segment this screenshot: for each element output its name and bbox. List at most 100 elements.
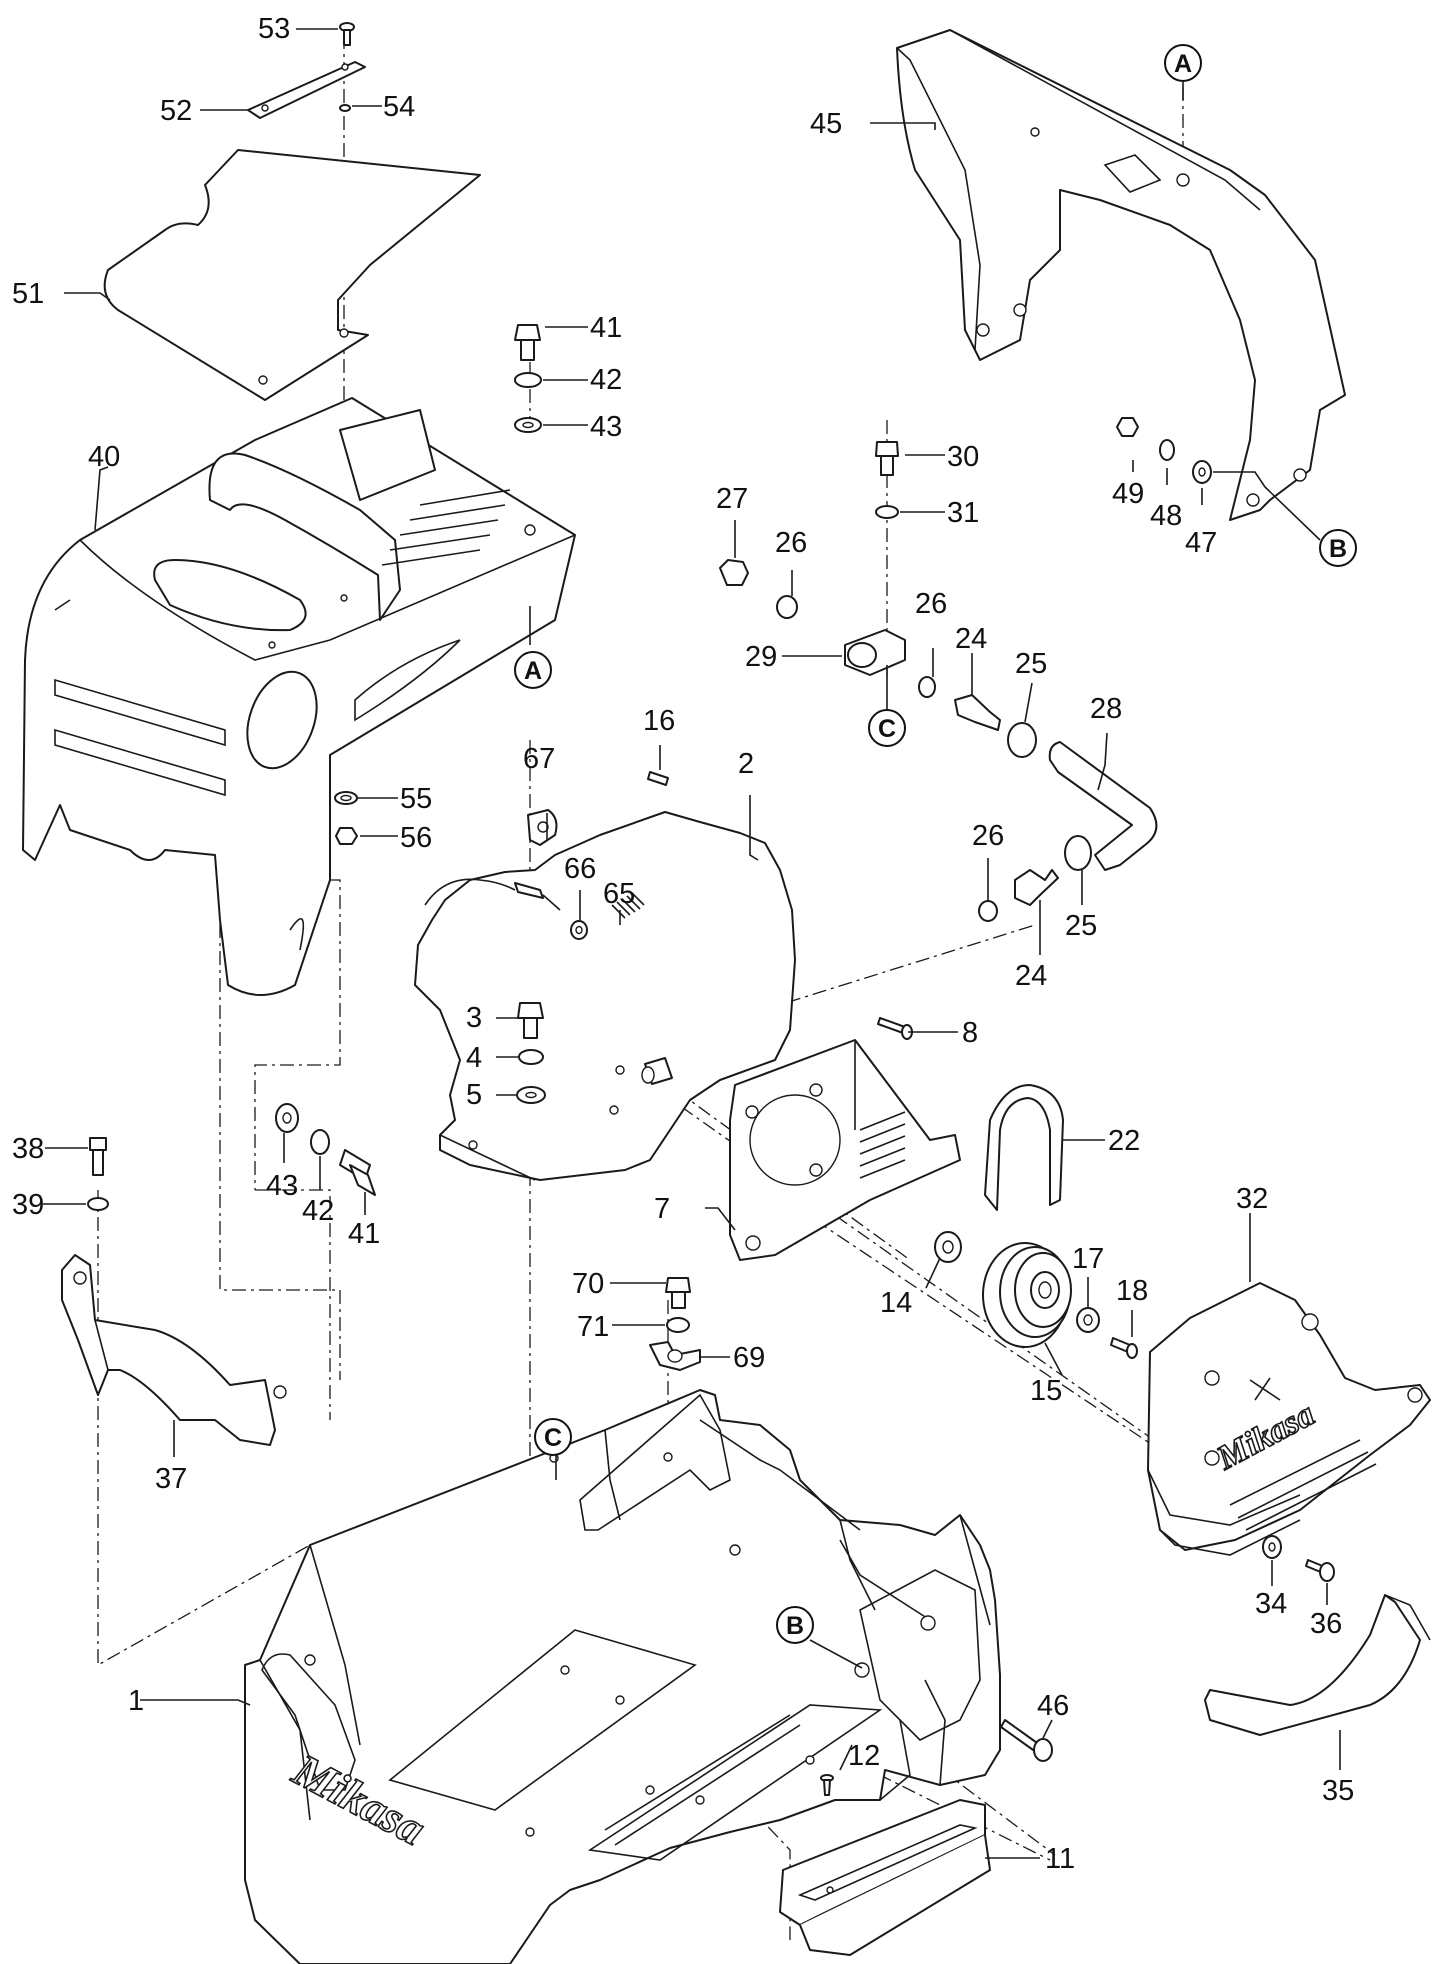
part-69-clamp <box>649 1341 701 1371</box>
part-25-hose-clamp-b <box>1064 835 1092 871</box>
label-31: 31 <box>947 497 979 529</box>
part-5-washer <box>516 1086 546 1104</box>
label-2: 2 <box>738 748 754 780</box>
label-54: 54 <box>383 91 415 123</box>
part-48-spring-washer <box>1159 439 1175 461</box>
part-41-bolt-left <box>339 1149 376 1196</box>
part-28-fuel-hose <box>1048 741 1158 871</box>
label-38: 38 <box>12 1133 44 1165</box>
part-14-washer <box>934 1231 962 1263</box>
part-65-spring <box>611 892 645 919</box>
label-51: 51 <box>12 278 44 310</box>
label-43a: 43 <box>590 411 622 443</box>
part-4-spring-washer <box>518 1049 544 1065</box>
label-52: 52 <box>160 95 192 127</box>
label-12: 12 <box>848 1740 880 1772</box>
label-39: 39 <box>12 1189 44 1221</box>
label-17: 17 <box>1072 1243 1104 1275</box>
part-26-oring-a <box>776 595 798 619</box>
reference-c-clamp: C <box>868 709 906 747</box>
label-15: 15 <box>1030 1375 1062 1407</box>
label-46: 46 <box>1037 1690 1069 1722</box>
part-42-spring-washer-top <box>514 372 542 388</box>
part-39-washer <box>87 1197 109 1211</box>
part-51-cover-plate <box>103 149 481 401</box>
label-48: 48 <box>1150 500 1182 532</box>
label-42a: 42 <box>590 364 622 396</box>
label-1: 1 <box>128 1685 144 1717</box>
label-65: 65 <box>603 878 635 910</box>
part-71-washer <box>666 1317 690 1333</box>
label-55: 55 <box>400 783 432 815</box>
part-70-bolt <box>665 1277 691 1309</box>
label-8: 8 <box>962 1017 978 1049</box>
part-11-tray <box>779 1799 991 1956</box>
label-7: 7 <box>654 1193 670 1225</box>
label-29: 29 <box>745 641 777 673</box>
part-25-hose-clamp-a <box>1007 722 1037 758</box>
label-32: 32 <box>1236 1183 1268 1215</box>
label-16: 16 <box>643 705 675 737</box>
label-35: 35 <box>1322 1775 1354 1807</box>
part-2-engine <box>414 811 796 1181</box>
label-45: 45 <box>810 108 842 140</box>
part-35-skid <box>1204 1594 1431 1736</box>
label-5: 5 <box>466 1079 482 1111</box>
label-3: 3 <box>466 1002 482 1034</box>
part-41-bolt-top <box>514 324 541 361</box>
label-41a: 41 <box>590 312 622 344</box>
svg-text:C: C <box>544 1424 562 1452</box>
part-43-washer-top <box>514 417 542 433</box>
part-3-bolt <box>517 1002 544 1039</box>
part-22-v-belt <box>984 1084 1064 1211</box>
part-24-hose-nipple-a <box>954 694 1001 731</box>
part-45-upper-bracket <box>896 29 1346 521</box>
part-27-plug <box>719 559 749 586</box>
label-43b: 43 <box>266 1170 298 1202</box>
reference-b-frame: B <box>776 1606 814 1644</box>
reference-c-frame: C <box>534 1418 572 1456</box>
label-14: 14 <box>880 1287 912 1319</box>
part-17-washer <box>1076 1307 1100 1333</box>
label-26a: 26 <box>775 527 807 559</box>
label-49: 49 <box>1112 478 1144 510</box>
label-26b: 26 <box>915 588 947 620</box>
reference-a-cover: A <box>514 651 552 689</box>
label-70: 70 <box>572 1268 604 1300</box>
label-34: 34 <box>1255 1588 1287 1620</box>
reference-a-top: A <box>1164 44 1202 82</box>
part-38-bolt <box>89 1137 107 1176</box>
part-31-washer <box>875 505 899 519</box>
leader-lines <box>43 28 1341 1859</box>
part-12-screw <box>820 1774 834 1796</box>
part-46-bolt <box>1000 1719 1053 1762</box>
part-24-hose-nipple-b <box>1014 869 1059 906</box>
label-53: 53 <box>258 13 290 45</box>
label-18: 18 <box>1116 1275 1148 1307</box>
label-56: 56 <box>400 822 432 854</box>
part-52-strap-plate <box>247 61 366 119</box>
svg-text:B: B <box>1329 535 1347 563</box>
svg-text:A: A <box>524 657 542 685</box>
label-22: 22 <box>1108 1125 1140 1157</box>
label-30: 30 <box>947 441 979 473</box>
label-25a: 25 <box>1015 648 1047 680</box>
label-42b: 42 <box>302 1195 334 1227</box>
label-26c: 26 <box>972 820 1004 852</box>
part-47-washer <box>1192 460 1212 484</box>
label-27: 27 <box>716 483 748 515</box>
part-16-key <box>647 771 669 786</box>
reference-b-bracket: B <box>1319 529 1357 567</box>
part-66-washer <box>570 920 588 940</box>
svg-text:B: B <box>786 1612 804 1640</box>
part-67-cable-clamp <box>527 809 558 846</box>
label-71: 71 <box>577 1311 609 1343</box>
part-18-bolt <box>1110 1337 1138 1359</box>
label-24a: 24 <box>955 623 987 655</box>
label-37: 37 <box>155 1463 187 1495</box>
label-28: 28 <box>1090 693 1122 725</box>
part-15-pulley <box>982 1242 1072 1348</box>
part-42-spring-washer-left <box>310 1129 330 1155</box>
part-40-engine-cover <box>22 397 576 996</box>
